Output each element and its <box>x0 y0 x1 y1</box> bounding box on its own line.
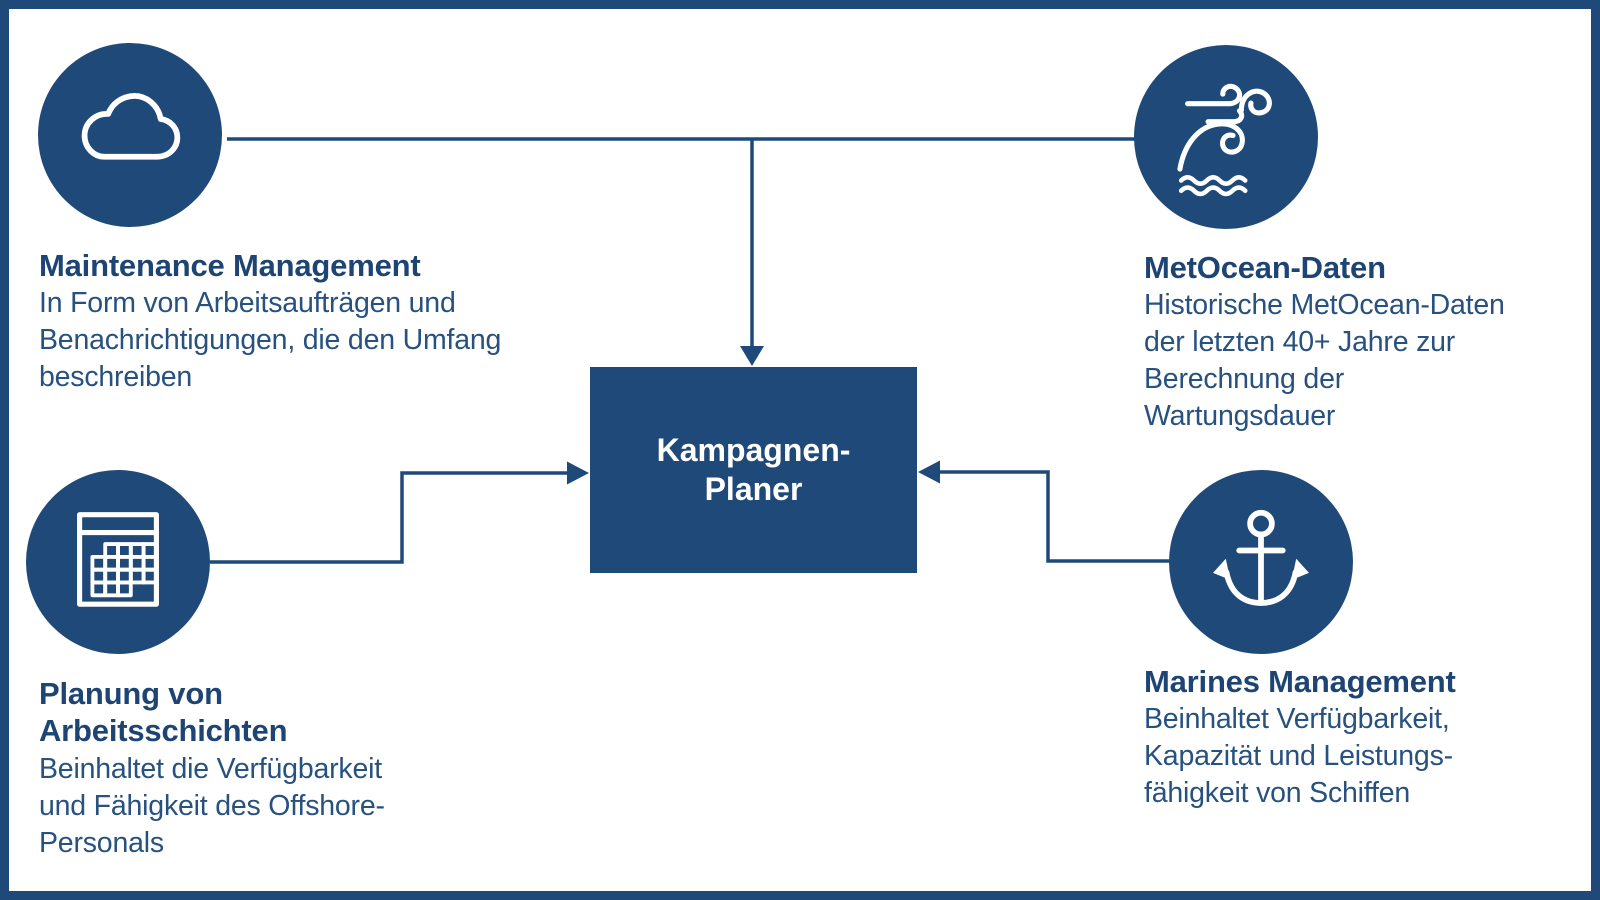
shift-planning-description: Beinhaltet die Verfügbarkeit und Fähigke… <box>39 753 385 859</box>
maintenance-description: In Form von Arbeitsaufträgen und Benachr… <box>39 287 502 393</box>
arrowhead-down-icon <box>740 346 764 366</box>
connector-right <box>940 470 1170 563</box>
connector-left <box>210 471 567 564</box>
metocean-description: Historische MetOcean-Daten der letzten 4… <box>1144 289 1505 432</box>
arrowhead-left-icon <box>918 460 940 484</box>
maintenance-circle <box>38 43 222 227</box>
anchor-icon <box>1213 509 1309 606</box>
calendar-icon <box>77 512 159 607</box>
cloud-icon <box>81 93 181 160</box>
metocean-circle <box>1134 45 1318 229</box>
marine-management-circle <box>1169 470 1353 654</box>
wind-wave-icon <box>1177 83 1272 197</box>
shift-planning-title: Planung von Arbeitsschichten <box>39 676 288 748</box>
metocean-title: MetOcean-Daten <box>1144 250 1386 285</box>
marine-management-description: Beinhaltet Verfügbarkeit, Kapazität und … <box>1144 703 1453 809</box>
maintenance-title: Maintenance Management <box>39 248 421 283</box>
kampagnen-planer-label: Kampagnen- Planer <box>656 432 851 507</box>
kampagnen-planer-box: Kampagnen- Planer <box>590 367 917 573</box>
arrowhead-right-icon <box>567 461 589 485</box>
marine-management-title: Marines Management <box>1144 664 1456 699</box>
shift-planning-circle <box>26 470 210 654</box>
